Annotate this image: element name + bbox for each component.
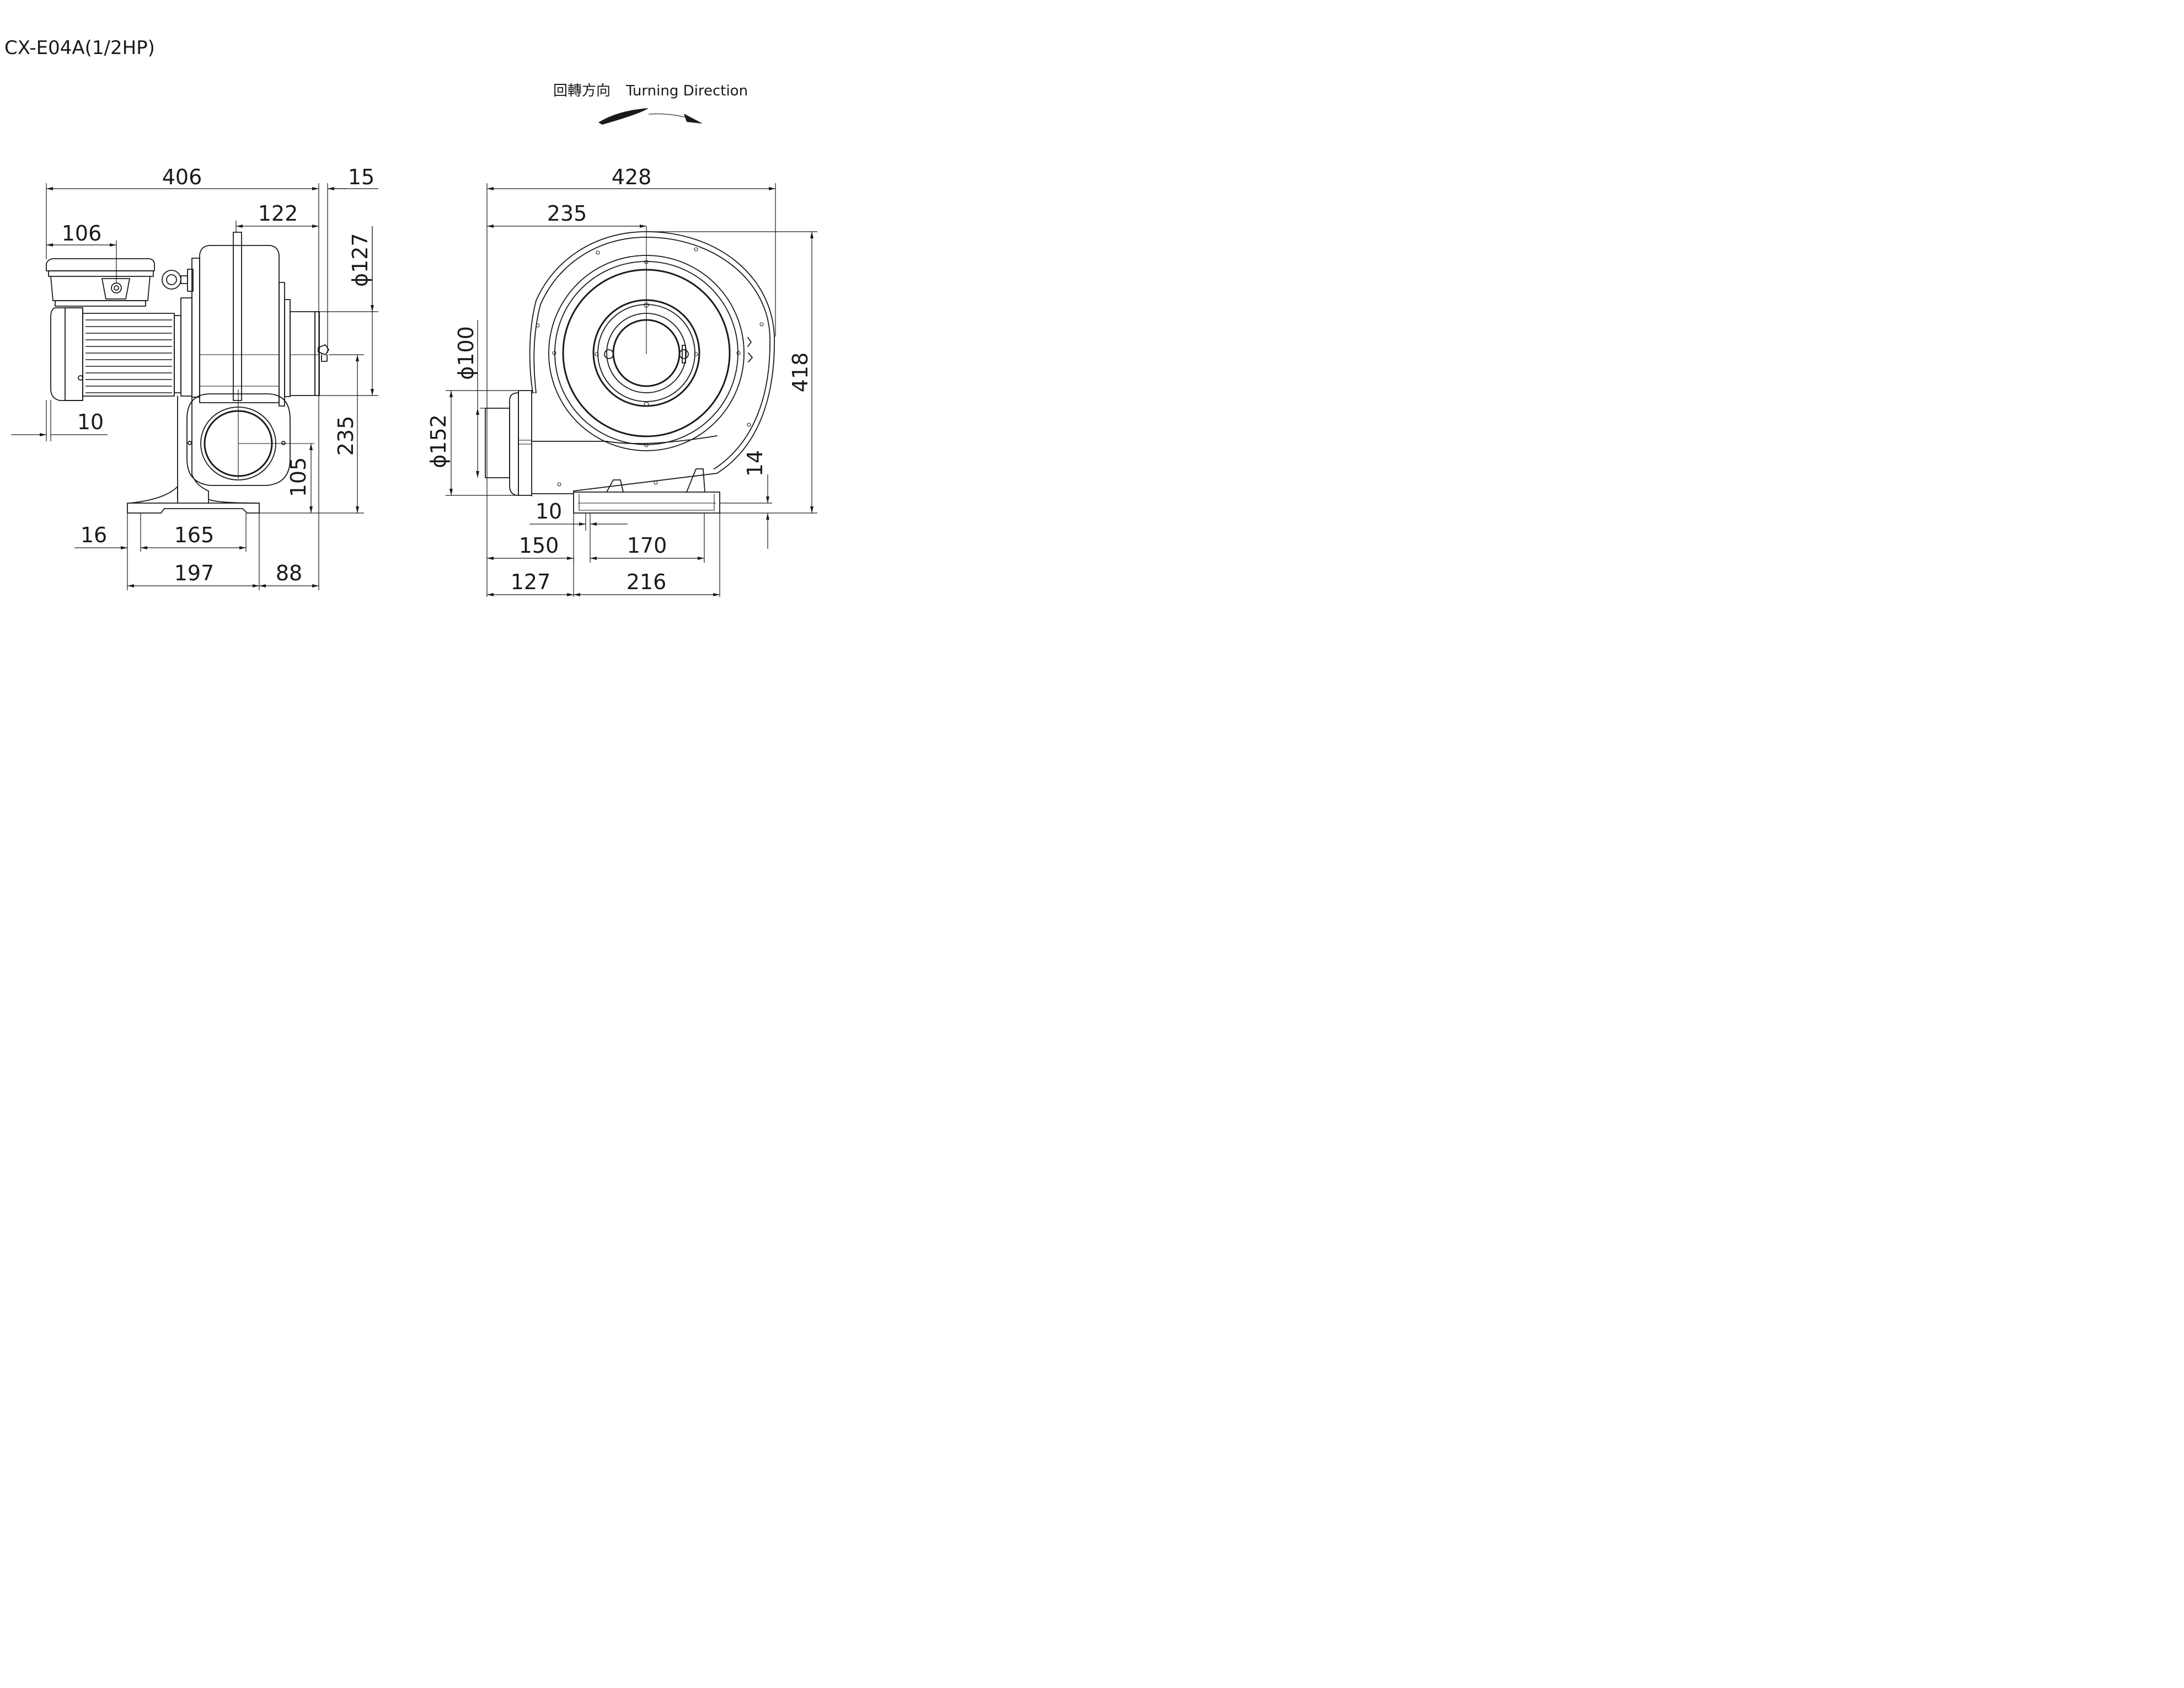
side-view-dimensions: 406 15 122 106 ϕ127 10 2 [11,165,378,590]
motor-cooling-fins [85,319,172,393]
dim-406: 406 [162,165,202,189]
dim-15: 15 [348,165,374,189]
dim-100: ϕ100 [454,326,478,380]
dim-235-side: 235 [334,416,358,456]
dim-127-value: 127 [348,233,372,273]
dim-428: 428 [612,165,652,189]
dim-216: 216 [627,570,667,594]
dim-16: 16 [81,523,107,547]
dim-418: 418 [788,352,812,393]
dim-122: 122 [258,201,298,226]
dim-235-front: 235 [547,201,587,226]
diameter-symbol-100: ϕ [454,366,478,380]
blower-outlet-side [177,389,314,504]
rotation-arrow-head [684,114,703,124]
blower-outlet-front [480,390,532,496]
blower-housing-side [180,232,329,407]
turning-direction-label-en: Turning Direction [625,83,748,99]
dim-152: ϕ152 [426,414,451,468]
dim-127-front: 127 [511,570,551,594]
dim-152-value: 152 [426,414,451,455]
motor-body [50,307,181,401]
dim-127: ϕ127 [348,233,372,287]
turning-direction-indicator: 回轉方向 Turning Direction [553,83,748,125]
dim-150: 150 [519,533,559,558]
dim-14: 14 [743,450,767,477]
diameter-symbol: ϕ [348,273,372,287]
mounting-base-side [127,486,260,514]
dim-165: 165 [174,523,215,547]
dim-106: 106 [62,221,102,245]
technical-drawing: CX-E04A(1/2HP) 回轉方向 Turning Direction [4,37,817,597]
lifting-eye [162,269,194,292]
dim-100-value: 100 [454,326,478,366]
diameter-symbol-152: ϕ [426,455,451,468]
cable-gland-icon [111,282,122,293]
turning-direction-label-zh: 回轉方向 [553,83,611,99]
dim-10-front: 10 [536,499,562,524]
dim-88: 88 [276,561,302,585]
side-view: 406 15 122 106 ϕ127 10 2 [11,165,378,590]
volute-housing [529,231,775,514]
dim-170: 170 [627,533,667,558]
front-view-dimensions: 428 235 418 ϕ100 ϕ152 14 [426,165,817,597]
dim-197: 197 [174,561,215,585]
front-view: 428 235 418 ϕ100 ϕ152 14 [426,165,817,597]
terminal-box [46,258,155,307]
model-title: CX-E04A(1/2HP) [4,37,155,59]
rotation-arrow-icon [598,108,649,125]
dim-105: 105 [286,457,311,498]
dim-10-side: 10 [77,410,104,434]
inlet-rings [548,226,745,451]
